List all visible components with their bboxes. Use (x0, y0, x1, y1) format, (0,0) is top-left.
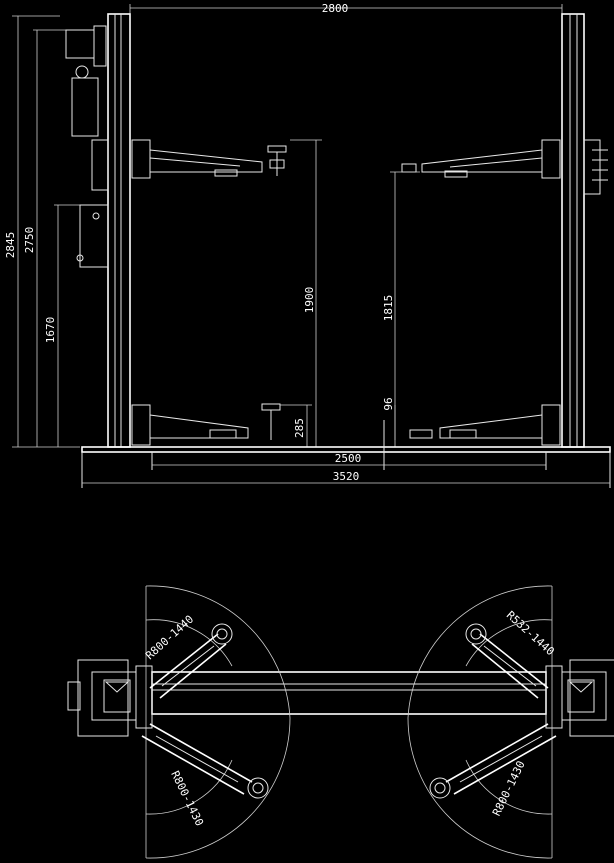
base-dimensions: 2500 3520 (82, 452, 610, 484)
front-view: 2800 2845 2750 1670 (4, 2, 611, 488)
lower-left-arm (131, 403, 281, 446)
upper-right-arm (401, 139, 561, 179)
plan-right-post (545, 659, 614, 737)
plan-arm-lower-right (429, 723, 557, 799)
dim-low-height: 96 (382, 397, 395, 410)
dim-pad-height: 285 (293, 418, 306, 438)
plan-arm-lower-left (141, 723, 269, 799)
plan-arm-upper-left (149, 623, 233, 699)
dim-overall-width: 3520 (333, 470, 360, 483)
dim-top-width: 2800 (322, 2, 349, 15)
dim-column-height: 2750 (23, 227, 36, 254)
plan-view: R800-1440 R532-1440 R800-1430 R800-1430 (67, 585, 614, 859)
dim-base-width: 2500 (335, 452, 362, 465)
top-width-dimension: 2800 (129, 2, 563, 16)
right-column (561, 13, 608, 448)
plan-arm-arcs (145, 585, 553, 859)
lower-right-arm (409, 404, 561, 446)
upper-left-arm (131, 139, 287, 179)
lift-dimensions: 1900 1815 96 285 (280, 139, 420, 447)
arm-label-upper-right: R532-1440 (504, 609, 557, 659)
base-plate (81, 420, 611, 488)
dim-lift-height-right: 1815 (382, 295, 395, 322)
plan-left-post (67, 659, 153, 737)
left-dimensions: 2845 2750 1670 (4, 15, 82, 448)
dim-box-height: 1670 (44, 317, 57, 344)
dim-lift-height-left: 1900 (303, 287, 316, 314)
plan-crossbar (151, 671, 547, 715)
left-column (65, 13, 131, 448)
arm-label-lower-right: R800-1430 (490, 759, 528, 818)
dim-overall-height: 2845 (4, 232, 17, 259)
plan-arm-upper-right (465, 623, 549, 699)
